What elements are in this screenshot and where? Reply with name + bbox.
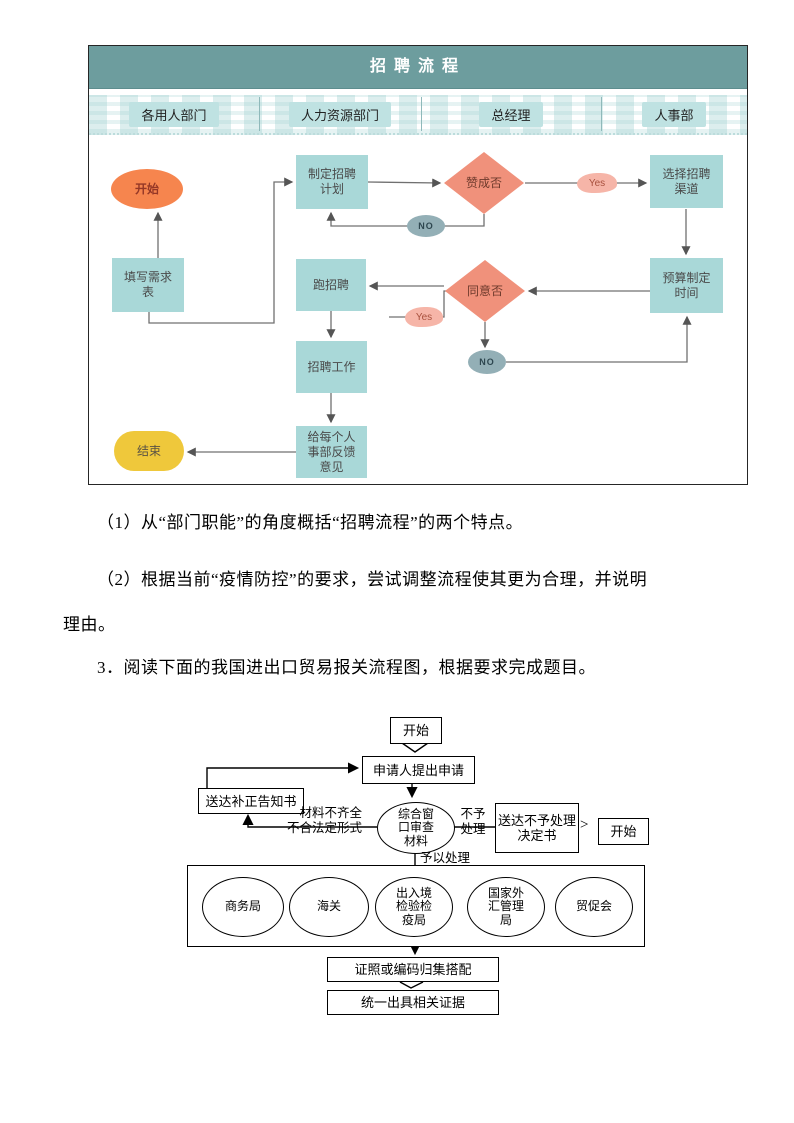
lane-label: 总经理	[479, 101, 543, 127]
correction-notice-node: 送达补正告知书	[198, 788, 304, 814]
applicant-apply-node: 申请人提出申请	[362, 756, 475, 784]
lane-header-personnel: 人事部	[601, 95, 747, 133]
lane-header-departments: 各用人部门	[89, 95, 259, 133]
forex-administration-node: 国家外 汇管理 局	[467, 877, 545, 937]
trade-promotion-node: 贸促会	[555, 877, 633, 937]
customs-restart-node: 开始	[598, 818, 649, 845]
lane-header-gm: 总经理	[421, 95, 601, 133]
connector-no-to-budget	[506, 315, 692, 363]
question-3-text: 3．阅读下面的我国进出口贸易报关流程图，根据要求完成题目。	[97, 658, 596, 677]
recruitment-connectors-layer	[148, 177, 692, 457]
yes-label-bottom: Yes	[405, 307, 443, 327]
issue-certificates-node: 统一出具相关证据	[327, 990, 499, 1015]
no-label-bottom: NO	[468, 350, 506, 374]
customs-office-node: 海关	[289, 877, 369, 937]
lane-label: 人力资源部门	[288, 101, 391, 127]
feedback-node: 给每个人 事部反馈 意见	[296, 426, 367, 478]
greater-than-symbol: >	[580, 817, 589, 833]
reject-label: 不予 处理	[460, 807, 486, 836]
swimlane-header-band: 各用人部门 人力资源部门 总经理 人事部	[89, 95, 747, 135]
lane-divider	[259, 97, 260, 131]
end-node: 结束	[114, 431, 184, 471]
license-code-collection-node: 证照或编码归集搭配	[327, 957, 499, 982]
fill-request-form-node: 填写需求 表	[112, 258, 184, 312]
select-channel-node: 选择招聘 渠道	[650, 155, 723, 208]
question-1-text: （1）从“部门职能”的角度概括“招聘流程”的两个特点。	[97, 513, 524, 532]
lane-divider	[421, 97, 422, 131]
inspection-quarantine-node: 出入境 检验检 疫局	[375, 877, 453, 937]
start-node: 开始	[111, 169, 183, 209]
customs-flowchart: 开始 申请人提出申请 送达补正告知书 综合窗 口审查 材料 材料不齐全 不合法定…	[180, 705, 660, 1020]
lane-header-hr: 人力资源部门	[259, 95, 421, 133]
commerce-bureau-node: 商务局	[202, 877, 284, 937]
connector-plan-to-approve	[367, 178, 442, 188]
yes-label-top: Yes	[577, 173, 617, 193]
budget-time-node: 预算制定 时间	[650, 258, 723, 313]
connector-form-to-plan	[148, 177, 294, 324]
recruiting-work-node: 招聘工作	[296, 341, 367, 393]
make-plan-node: 制定招聘 计划	[296, 155, 368, 209]
customs-start-node: 开始	[390, 717, 442, 744]
no-label-top: NO	[407, 215, 445, 237]
customs-connectors-layer	[206, 742, 495, 989]
recruitment-chart-title: 招聘流程	[89, 46, 747, 89]
run-recruiting-node: 跑招聘	[296, 259, 366, 311]
window-review-node: 综合窗 口审查 材料	[377, 802, 455, 854]
accept-label: 予以处理	[420, 851, 471, 865]
lane-divider	[601, 97, 602, 131]
chevron-collect-to-issue	[399, 981, 424, 989]
chevron-start-to-apply	[401, 742, 429, 753]
reject-decision-doc-node: 送达不予处理 决定书	[495, 803, 579, 853]
question-2-line2: 理由。	[63, 615, 116, 634]
lane-label: 各用人部门	[129, 101, 219, 127]
connector-review-to-notice	[242, 813, 377, 828]
recruitment-flowchart: 招聘流程 各用人部门 人力资源部门 总经理 人事部	[88, 45, 748, 485]
connector-notice-to-apply	[206, 762, 360, 788]
lane-label: 人事部	[642, 101, 706, 127]
incomplete-materials-label: 材料不齐全 不合法定形式	[286, 806, 362, 835]
question-2-line1: （2）根据当前“疫情防控”的要求，尝试调整流程使其更为合理，并说明	[97, 570, 648, 589]
